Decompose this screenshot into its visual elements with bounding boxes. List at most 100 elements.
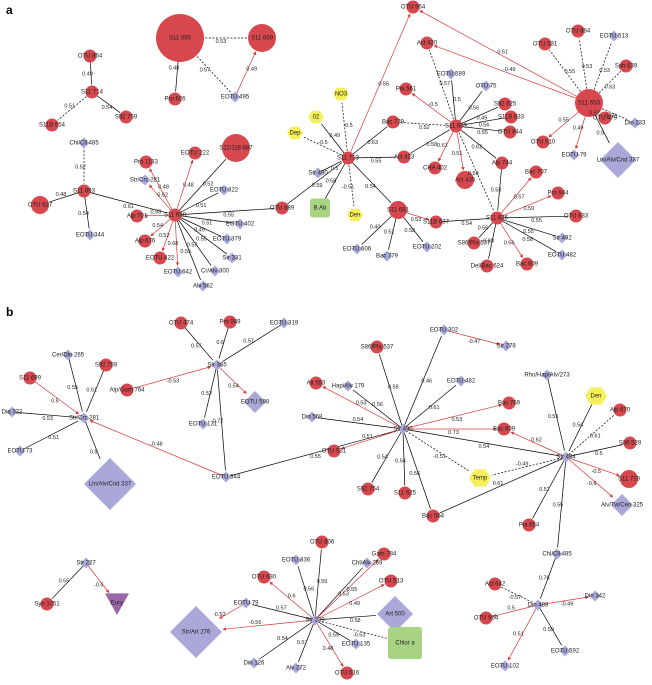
panel-a-node-a_eotu822: EOTU 822 (210, 184, 239, 196)
panel-b-node-b_s92759: S92 759 (95, 358, 118, 372)
panel-a-node-shape-a_s11b654 (45, 118, 59, 132)
panel-a-edge-weight-a_s11653-a_eotu79: 0.49 (573, 125, 584, 131)
panel-b-node-b_otu513: OTU 513 (379, 574, 404, 588)
panel-a-node-shape-a_otu844 (503, 125, 517, 139)
panel-a-node-a_strcrc281: Str/Crc 281 (130, 174, 161, 186)
panel-a-edge-weight-a_s11653-a_otu964: 0.51 (497, 49, 508, 55)
panel-b-node-label-b_act642: Act 642 (485, 582, 506, 588)
panel-a-node-shape-a_eotu379 (221, 233, 233, 245)
panel-b-node-label-b_eotu135: EOTU 135 (342, 642, 371, 648)
panel-b-edge-b_str239-b_chlora (314, 619, 388, 639)
panel-b-node-label-b_alt553: Alt 553 (307, 381, 326, 387)
panel-b-node-shape-b_s11719 (620, 470, 638, 488)
panel-a-node-a_din233: Din 233 (625, 117, 646, 129)
panel-a-node-label-a_otu479: OTU 479 (593, 116, 618, 122)
panel-a-node-label-a_s11653: S11 653 (578, 101, 601, 107)
panel-a-node-a_otu964: OTU 964 (401, 0, 426, 14)
panel-b-node-shape-b_eotu592 (559, 645, 571, 657)
panel-b-node-b_str239: Str 239 (305, 614, 325, 626)
panel-a-edge-a_s11653-a_act420 (433, 45, 590, 104)
panel-a-edge-weight-a_s11603-a_act420: 0.57 (439, 81, 450, 87)
panel-a-node-shape-a_eotu222 (188, 146, 202, 160)
panel-a-edge-a_alp744-a_s11636 (497, 162, 503, 211)
panel-b-node-label-b_pla654: Pla 654 (519, 523, 540, 529)
panel-b-edge-weight-b_str490-b_bac769: 0.53 (451, 417, 462, 423)
panel-a-node-label-a_bac707: Bac 707 (525, 170, 548, 176)
panel-a-edge-weight-a_s11698-a_alv562: 0.55 (180, 249, 191, 255)
panel-b-node-shape-b_eotu598 (244, 391, 266, 413)
panel-b-edge-b_den-b_str494 (568, 395, 597, 452)
panel-b-node-shape-b_din126 (248, 657, 260, 669)
panel-a-edge-weight-a_s11714-a_s92759: 0.54 (102, 105, 113, 111)
panel-a-edge-a_s11603-a_pla561 (411, 93, 457, 127)
panel-b-node-label-b_dia322: Dia 322 (2, 410, 23, 416)
panel-a-node-label-a_s11b654: S11B 654 (39, 123, 66, 129)
panel-b-edge-b_str239-b_eotu836 (297, 566, 316, 621)
panel-b-edge-weight-b_din488-b_din342: -0.49 (561, 601, 574, 607)
panel-b-node-shape-b_bac564 (426, 509, 440, 523)
panel-b-edge-b_str494-b_pla654 (532, 456, 567, 519)
panel-a-node-shape-a_s92759 (119, 110, 133, 124)
panel-b-edge-b_s92759-b_strcrc281 (86, 364, 107, 413)
panel-b-node-b_din568: Din 568 (302, 411, 323, 423)
panel-a-node-label-a_otu864: OTU 864 (78, 54, 103, 60)
panel-a-edge-a_s11653-a_otu964 (419, 10, 590, 104)
panel-a-node-a_lin337: Lin/Alv/Cnd 337 (597, 142, 640, 178)
panel-b-edge-weight-b_str494-b_alvtwcen325: -0.6 (587, 481, 596, 487)
panel-b-node-label-b_eotu836: EOTU 836 (282, 558, 311, 564)
panel-b-node-b_str227: Str 227 (76, 557, 96, 569)
panel-a-node-label-a_s86pla537: S86/Pla 537 (458, 241, 491, 247)
panel-a-edge-a_s11713-a_dep (302, 136, 349, 159)
panel-a-node-a_s11b637: S11B 637 (423, 215, 450, 229)
panel-a-node-shape-a_s11669 (248, 24, 276, 52)
panel-a-node-a_bac609: Bac 609 (516, 257, 539, 271)
panel-b-edge-b_str494-b_bac564 (439, 456, 567, 514)
panel-a-edge-a_s11603-a_chla402 (438, 125, 457, 162)
panel-b-node-label-b_alvtwcen325: Alv/Tw/Cen 325 (601, 503, 644, 509)
panel-a-node-a_s11b654: S11B 654 (39, 118, 66, 132)
panel-a-edge-weight-a_s11603-a_s11b633: 0.56 (479, 122, 490, 128)
panel-b-node-label-b_syn1051: Syn 1051 (34, 602, 60, 608)
panel-a-edge-a_act423-a_s11603 (403, 129, 450, 158)
panel-a-node-a_eotu379: EOTU 379 (213, 233, 242, 245)
panel-b-node-label-b_otu531: OTU 531 (322, 449, 347, 455)
panel-b-node-label-b_eotu79: EOTU 79 (233, 601, 259, 607)
panel-b-node-shape-b_gam784 (377, 547, 391, 561)
panel-a-node-shape-a_s11b633 (504, 110, 518, 124)
panel-a-node-shape-a_str490 (312, 167, 324, 179)
panel-b-edge-b_str239-b_otu630 (269, 581, 316, 621)
panel-a-edge-a_s11603-a_alp744 (455, 125, 497, 159)
panel-a-node-label-a_s92625: S92 625 (494, 102, 517, 108)
panel-a-node-a_s11698: S11 698 (164, 208, 187, 222)
panel-b-node-shape-b_eotu319 (278, 317, 290, 329)
panel-b-edge-weight-b_str239-b_otu516: 0.48 (323, 646, 334, 652)
panel-a-node-label-a_pro944: Pro 944 (547, 191, 569, 197)
panel-b-edge-b_rhohap273-b_str494 (546, 374, 565, 451)
panel-a-node-a_s11714: S11 714 (81, 85, 104, 99)
panel-a-node-a_str490: Str 490 (308, 167, 328, 179)
panel-a-node-label-a_o2: 02 (313, 115, 320, 121)
panel-a-node-a_alv562: Alv 562 (193, 280, 214, 292)
panel-b-edge-weight-b_eotu73-b_strcrc281: 0.51 (48, 435, 59, 441)
panel-b-node-b_str278: Str 278 (496, 340, 516, 352)
panel-b-node-label-b_eury: Eury (111, 601, 123, 607)
panel-b-node-label-b_str490: Str 490 (393, 427, 413, 433)
panel-a-node-label-a_dep: Dep (289, 131, 301, 137)
panel-b-node-label-b_chlcll485: Chl/Cll 485 (542, 552, 572, 558)
panel-a-node-a_otu884: OTU 884 (566, 24, 591, 38)
panel-b-edge-weight-b_str494-b_s11719: -0.5 (592, 469, 601, 475)
panel-b-edge-weight-b_str490-b_s86pla537: 0.58 (388, 384, 399, 390)
panel-a-edge-a_s11636-a_delbac624 (488, 217, 498, 259)
panel-a-node-shape-a_otu479 (598, 111, 612, 125)
panel-a-node-shape-a_pro944 (551, 186, 565, 200)
panel-b-edge-b_str494-b_s11719 (565, 456, 620, 477)
panel-a-node-label-a_bac729: Bac 729 (382, 120, 405, 126)
panel-b-edge-weight-b_str490-b_alt553: 0.53 (356, 400, 367, 406)
panel-b-node-shape-b_lin337 (84, 458, 136, 510)
panel-a-node-shape-a_str331 (226, 252, 238, 264)
panel-b-edge-weight-b_eotu79-b_strart276: -0.52 (213, 612, 226, 618)
panel-b-edge-weight-b_cerdin265-b_strcrc281: 0.55 (67, 385, 78, 391)
panel-b-edge-weight-b_str365-b_eotu131: 0.52 (201, 391, 212, 397)
panel-a-node-shape-a_s11698 (168, 208, 182, 222)
panel-b-node-b_alp670: Alp 670 (610, 403, 631, 417)
